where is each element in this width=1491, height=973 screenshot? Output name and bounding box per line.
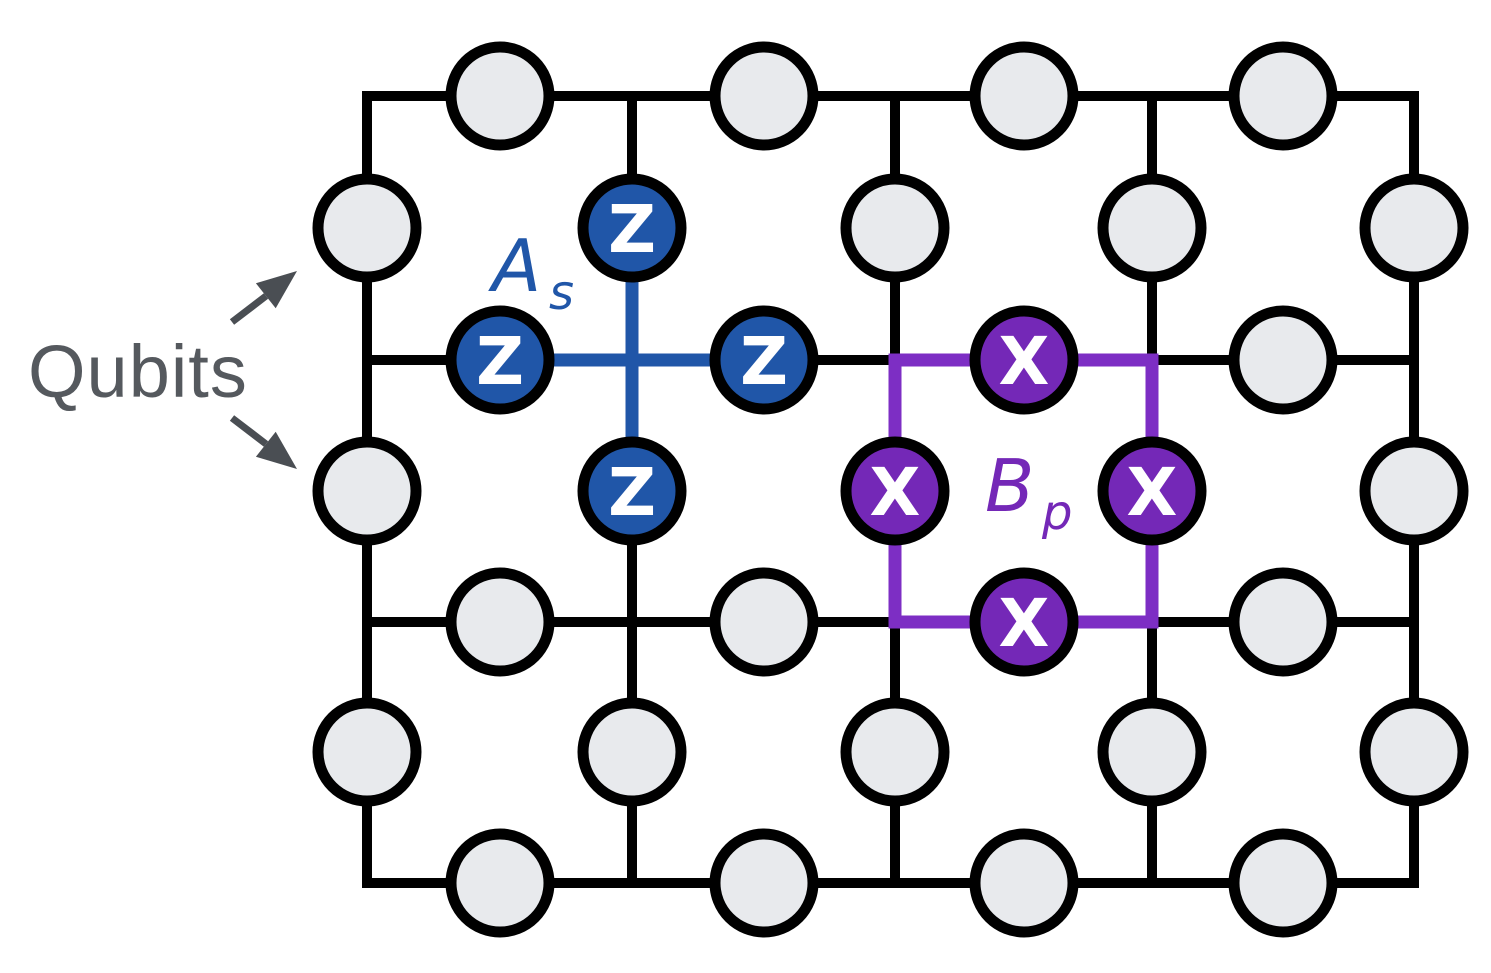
plaquette-operator-label: B p (985, 444, 1072, 541)
qubit-z (445, 305, 555, 415)
qubit (1359, 697, 1469, 807)
qubit (312, 173, 422, 283)
qubit (312, 697, 422, 807)
qubit (969, 41, 1079, 151)
qubit (445, 41, 555, 151)
qubit-z (577, 173, 687, 283)
qubit (1359, 436, 1469, 546)
plaquette-operator-label-base: B (985, 444, 1034, 528)
qubit (709, 828, 819, 938)
qubit (1228, 305, 1338, 415)
arrow-shaft (229, 415, 269, 447)
qubit-x (1097, 436, 1207, 546)
arrow-shaft (229, 293, 269, 325)
arrow-head (255, 271, 297, 309)
qubit (709, 41, 819, 151)
qubit (577, 697, 687, 807)
operator-strokes (500, 228, 1159, 629)
qubit-z (709, 305, 819, 415)
star-operator-label-base: A (488, 224, 541, 308)
qubit-x (969, 305, 1079, 415)
qubits-label: Qubits (28, 330, 248, 413)
qubit-x (840, 436, 950, 546)
qubit (840, 173, 950, 283)
qubit (840, 697, 950, 807)
qubits-arrow-lower-icon (229, 415, 297, 469)
qubit (1228, 828, 1338, 938)
qubit (709, 567, 819, 677)
star-operator-label-subscript: s (549, 265, 574, 321)
qubit (445, 567, 555, 677)
qubit (1228, 41, 1338, 151)
qubit-x (969, 567, 1079, 677)
qubit (1228, 567, 1338, 677)
arrow-head (255, 431, 297, 469)
qubit (312, 436, 422, 546)
plaquette-operator-label-subscript: p (1041, 485, 1072, 541)
qubit-z (577, 436, 687, 546)
pauli-x-letter: X (999, 323, 1050, 400)
pauli-z-letter: Z (476, 323, 524, 400)
pauli-x-letter: X (1127, 454, 1178, 531)
qubit (1359, 173, 1469, 283)
pauli-z-letter: Z (740, 323, 788, 400)
qubit (445, 828, 555, 938)
qubit (1097, 697, 1207, 807)
star-operator-label: A s (488, 224, 574, 321)
pauli-x-letter: X (999, 585, 1050, 662)
pauli-z-letter: Z (608, 191, 656, 268)
pauli-x-letter: X (870, 454, 921, 531)
qubit (969, 828, 1079, 938)
pauli-z-letter: Z (608, 454, 656, 531)
qubit (1097, 173, 1207, 283)
qubits-arrow-upper-icon (229, 271, 297, 325)
